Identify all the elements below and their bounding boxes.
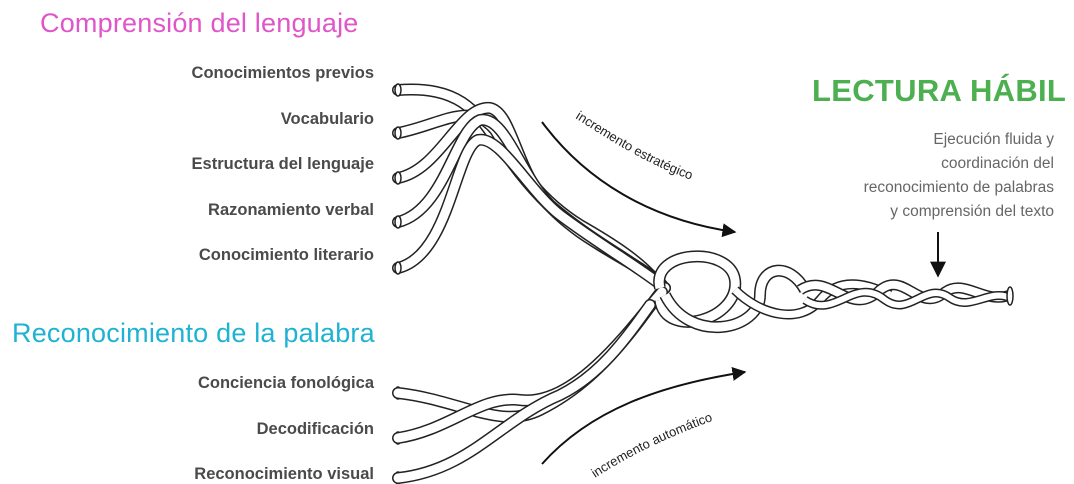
strand-sight-recognition xyxy=(398,305,650,478)
automatic-arrow-label: incremento automático xyxy=(588,409,714,480)
strand-literacy-knowledge xyxy=(398,140,665,288)
rope-braid xyxy=(800,285,1013,306)
strand-ends xyxy=(395,84,401,484)
strategic-arrow-label: incremento estratégico xyxy=(573,108,695,183)
